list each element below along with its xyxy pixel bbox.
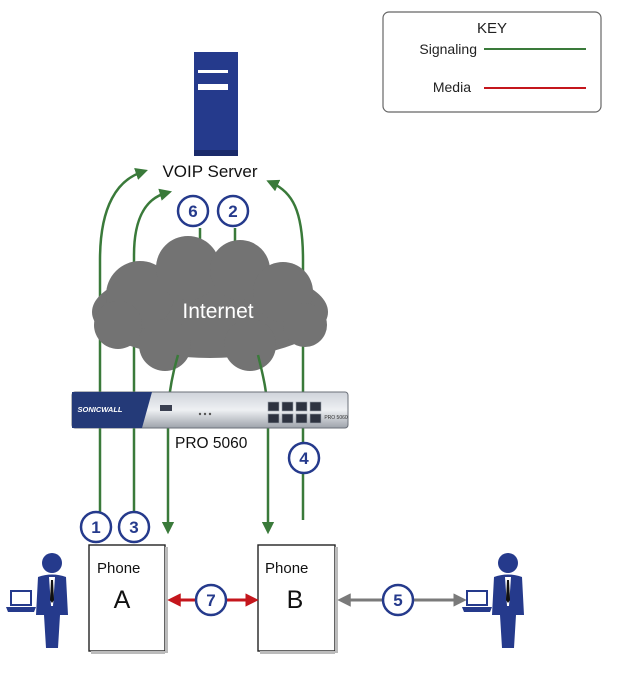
signal-down-to-phone-b bbox=[256, 354, 275, 535]
appliance-label: PRO 5060 bbox=[175, 435, 248, 452]
step-badge-1-text: 1 bbox=[91, 518, 100, 537]
signal-path-4 bbox=[266, 179, 305, 520]
phone-a-label: Phone bbox=[97, 560, 140, 577]
signaling-paths bbox=[98, 168, 305, 520]
appliance-ports bbox=[267, 401, 322, 424]
legend-signaling-label: Signaling bbox=[419, 41, 477, 57]
legend-media-label: Media bbox=[433, 79, 471, 95]
step-badge-3-text: 3 bbox=[129, 518, 138, 537]
cloud-icon bbox=[92, 236, 328, 371]
firewall-appliance-icon: SONICWALL PRO 5060 bbox=[71, 391, 349, 429]
phone-a: Phone A bbox=[88, 544, 168, 654]
step-badge-3: 3 bbox=[117, 510, 151, 544]
step-badge-6-text: 6 bbox=[188, 202, 197, 221]
legend-box: KEY Signaling Media bbox=[382, 11, 602, 113]
appliance-model-badge: PRO 5060 bbox=[324, 415, 348, 421]
step-badge-4-text: 4 bbox=[299, 449, 309, 468]
signal-path-3 bbox=[132, 188, 173, 512]
user-icon bbox=[36, 553, 68, 648]
phone-a-letter: A bbox=[114, 586, 131, 614]
user-icon bbox=[492, 553, 524, 648]
step-badge-1: 1 bbox=[79, 510, 113, 544]
server-tower-icon bbox=[194, 52, 238, 156]
legend-title: KEY bbox=[477, 20, 507, 37]
phone-b-label: Phone bbox=[265, 560, 308, 577]
phone-a-box bbox=[88, 544, 166, 652]
step-badge-5-text: 5 bbox=[393, 591, 402, 610]
phone-b-letter: B bbox=[287, 586, 304, 614]
laptop-icon bbox=[6, 590, 36, 612]
signal-path-1 bbox=[98, 168, 148, 512]
step-badge-7-text: 7 bbox=[206, 591, 215, 610]
step-badge-5: 5 bbox=[381, 583, 415, 617]
cloud-label: Internet bbox=[182, 300, 253, 323]
appliance-brand: SONICWALL bbox=[78, 405, 123, 414]
server-label: VOIP Server bbox=[162, 162, 257, 181]
step-badge-2: 2 bbox=[216, 194, 250, 228]
step-badge-6: 6 bbox=[176, 194, 210, 228]
step-badge-2-text: 2 bbox=[228, 202, 237, 221]
laptop-icon bbox=[462, 590, 492, 612]
step-badge-4: 4 bbox=[287, 441, 321, 475]
step-badge-7: 7 bbox=[194, 583, 228, 617]
phone-b: Phone B bbox=[257, 544, 338, 654]
